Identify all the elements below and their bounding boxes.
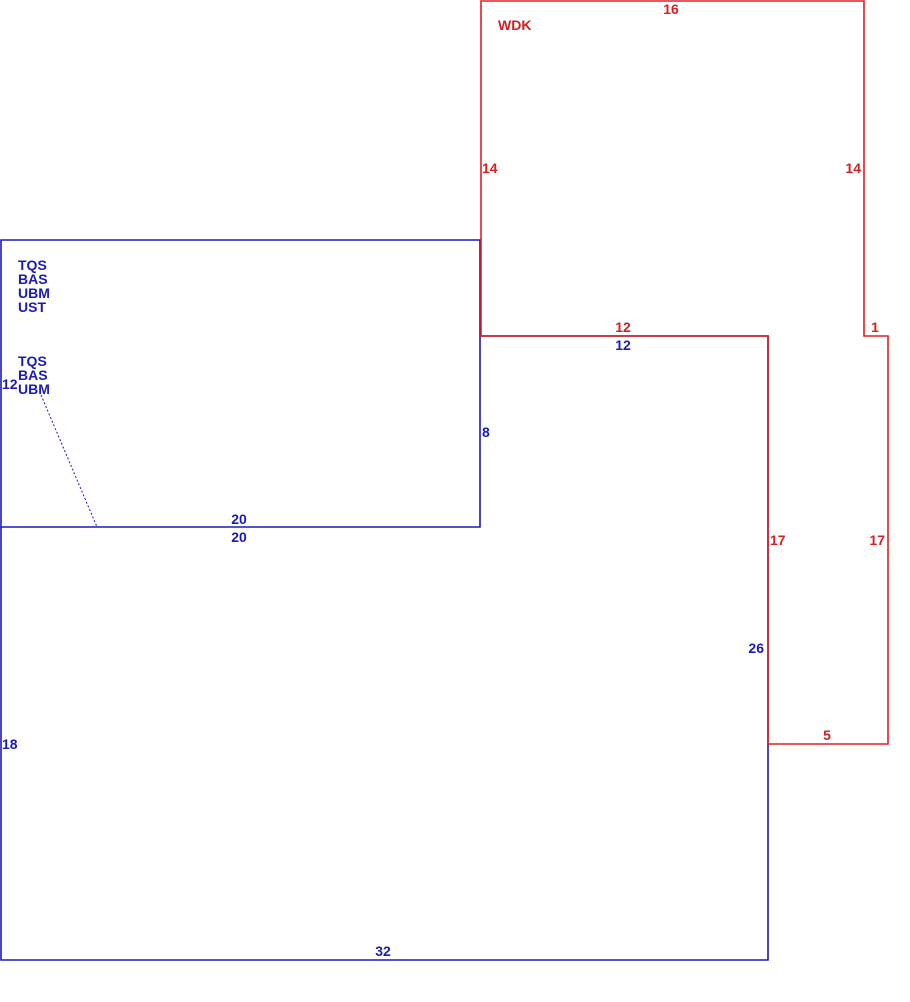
code-label: UST <box>18 299 46 315</box>
code-label: BAS <box>18 367 48 383</box>
structure-code-label: WDK <box>498 17 531 33</box>
code-label: TQS <box>18 353 47 369</box>
dimension-label: 20 <box>231 529 247 545</box>
upper-room-outline <box>0 239 481 528</box>
dimension-label: 1 <box>871 319 879 335</box>
dimension-label: 17 <box>869 532 885 548</box>
dimension-label: 5 <box>823 727 831 743</box>
code-leader-line <box>40 394 98 528</box>
dimension-label: 8 <box>482 424 490 440</box>
dimension-label: 18 <box>2 736 18 752</box>
code-label: TQS <box>18 257 47 273</box>
dimension-label: 14 <box>845 160 861 176</box>
dimension-label: 20 <box>231 511 247 527</box>
dimension-label: 12 <box>615 337 631 353</box>
dimension-label: 17 <box>770 532 786 548</box>
dimension-label: 32 <box>375 943 391 959</box>
dimension-label: 14 <box>482 160 498 176</box>
dimension-label: 12 <box>2 376 18 392</box>
dimension-label: 16 <box>663 1 679 17</box>
lower-room-outline <box>0 335 769 961</box>
dimension-label: 12 <box>615 319 631 335</box>
code-label: UBM <box>18 381 50 397</box>
code-label: BAS <box>18 271 48 287</box>
red-structure-outline <box>480 0 889 745</box>
code-label: UBM <box>18 285 50 301</box>
dimension-label: 26 <box>748 640 764 656</box>
